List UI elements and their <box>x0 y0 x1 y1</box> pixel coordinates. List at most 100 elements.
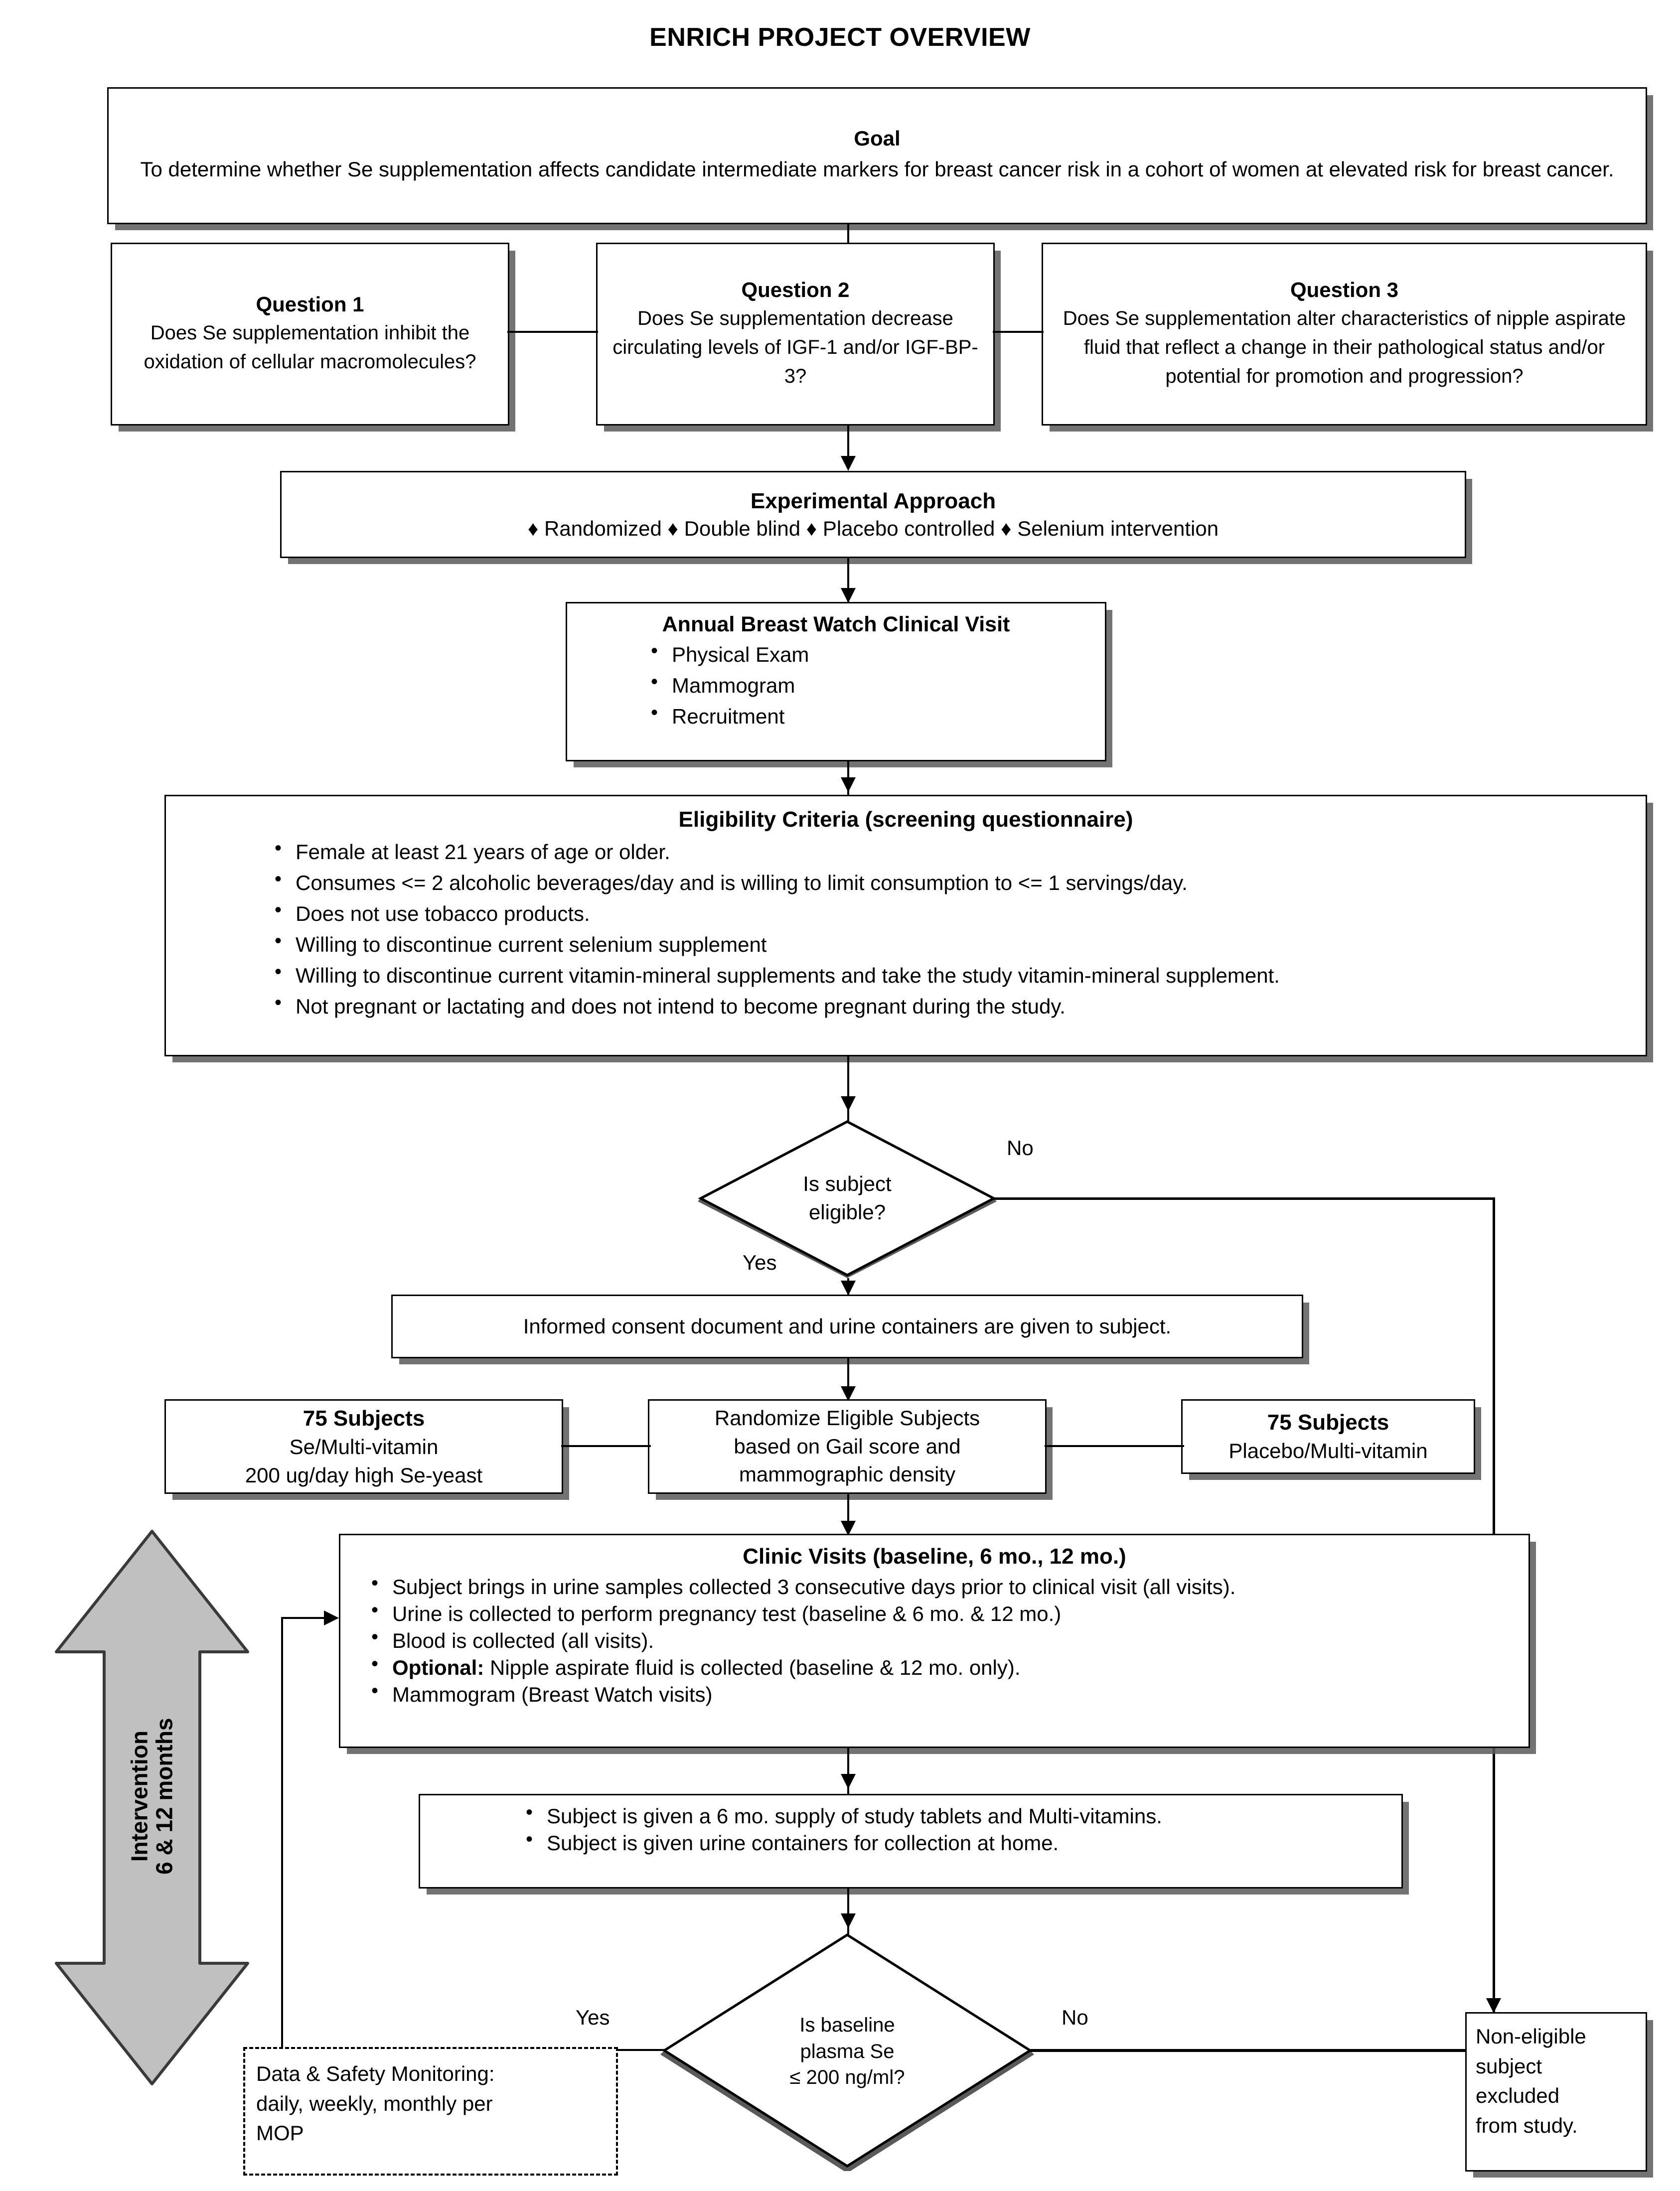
arrowhead-eligibility-to-decision <box>841 1096 856 1111</box>
approach-separator-3: ♦ <box>1001 516 1018 540</box>
goal-box: Goal To determine whether Se supplementa… <box>107 87 1647 224</box>
connector-goal-to-questions <box>847 224 849 255</box>
question-2-box: Question 2 Does Se supplementation decre… <box>596 243 995 426</box>
approach-item-1: Double blind <box>684 516 806 540</box>
clinic-visit-item-2: Blood is collected (all visits). <box>362 1627 1517 1653</box>
clinic-visit-item-3-emphasis: Optional: <box>392 1656 484 1679</box>
non-eligible-line2: subject <box>1476 2054 1542 2078</box>
eligibility-item-1: Consumes <= 2 alcoholic beverages/day an… <box>266 869 1631 895</box>
decision-plasma-no-label: No <box>1062 2006 1088 2029</box>
decision-plasma-line3: ≤ 200 ng/ml? <box>789 2066 905 2089</box>
eligibility-item-0: Female at least 21 years of age or older… <box>266 838 1631 864</box>
connector-q1-q2 <box>507 331 598 333</box>
arm-left-line3: 200 ug/day high Se-yeast <box>245 1463 483 1487</box>
connector-consent-to-randomize <box>847 1358 849 1403</box>
annual-visit-item-2: Recruitment <box>642 703 1095 729</box>
page-title: ENRICH PROJECT OVERVIEW <box>649 23 1031 52</box>
annual-visit-box: Annual Breast Watch Clinical Visit Physi… <box>566 602 1106 761</box>
arm-left-line2: Se/Multi-vitamin <box>289 1435 439 1459</box>
question-1-text: Does Se supplementation inhibit the oxid… <box>144 321 476 373</box>
arrowhead-eligible-no-to-nonelig <box>1486 1998 1501 2013</box>
question-2-text: Does Se supplementation decrease circula… <box>612 307 978 387</box>
clinic-visits-list: Subject brings in urine samples collecte… <box>362 1573 1517 1710</box>
non-eligible-line4: from study. <box>1476 2113 1578 2137</box>
supply-box: Subject is given a 6 mo. supply of study… <box>419 1794 1403 1889</box>
annual-visit-heading: Annual Breast Watch Clinical Visit <box>662 612 1010 636</box>
intervention-arrow-line1: Intervention <box>126 1731 153 1862</box>
decision-eligible-no-label: No <box>1007 1136 1034 1160</box>
eligibility-item-2: Does not use tobacco products. <box>266 900 1631 926</box>
approach-separator-2: ♦ <box>806 516 823 540</box>
goal-heading: Goal <box>854 127 901 150</box>
decision-plasma-line2: plasma Se <box>800 2040 895 2062</box>
randomize-line1: Randomize Eligible Subjects <box>714 1406 980 1430</box>
approach-separator-1: ♦ <box>667 516 684 540</box>
connector-randomize-to-left-arm <box>561 1445 651 1447</box>
intervention-arrow-line2: 6 & 12 months <box>151 1718 177 1875</box>
intervention-arrow: Intervention 6 & 12 months <box>52 1527 252 2088</box>
dsmb-box: Data & Safety Monitoring: daily, weekly,… <box>243 2047 618 2176</box>
non-eligible-line1: Non-eligible <box>1476 2025 1586 2048</box>
dsmb-line1: Data & Safety Monitoring: <box>256 2062 495 2085</box>
randomize-line3: mammographic density <box>739 1462 956 1486</box>
connector-clinic-to-supply <box>847 1748 849 1794</box>
eligibility-item-5: Not pregnant or lactating and does not i… <box>266 993 1631 1019</box>
arrowhead-plasma-yes-into-clinic <box>324 1610 339 1625</box>
clinic-visit-item-4: Mammogram (Breast Watch visits) <box>362 1681 1517 1707</box>
non-eligible-box: Non-eligible subject excluded from study… <box>1465 2012 1647 2172</box>
question-1-box: Question 1 Does Se supplementation inhib… <box>111 243 509 426</box>
arrowhead-annual-to-eligibility <box>841 777 856 792</box>
intervention-arrow-label: Intervention 6 & 12 months <box>126 1609 177 1983</box>
arm-right-line2: Placebo/Multi-vitamin <box>1228 1439 1428 1463</box>
eligibility-heading: Eligibility Criteria (screening question… <box>678 807 1133 832</box>
arm-left-line1: 75 Subjects <box>303 1406 425 1431</box>
non-eligible-line3: excluded <box>1476 2084 1560 2108</box>
randomize-box: Randomize Eligible Subjects based on Gai… <box>648 1399 1047 1494</box>
arrowhead-clinic-to-supply <box>841 1774 856 1789</box>
connector-approach-to-annual <box>847 558 849 603</box>
connector-questions-to-approach <box>847 426 849 468</box>
arm-right-box: 75 Subjects Placebo/Multi-vitamin <box>1181 1399 1475 1474</box>
clinic-visit-item-0: Subject brings in urine samples collecte… <box>362 1573 1517 1599</box>
arm-right-line1: 75 Subjects <box>1267 1410 1389 1435</box>
arrowhead-approach-to-annual <box>841 588 856 603</box>
experimental-approach-heading: Experimental Approach <box>750 488 996 513</box>
clinic-visit-item-1: Urine is collected to perform pregnancy … <box>362 1600 1517 1626</box>
question-3-heading: Question 3 <box>1290 278 1399 301</box>
decision-eligible-yes-label: Yes <box>743 1251 777 1274</box>
dsmb-line2: daily, weekly, monthly per <box>256 2091 493 2115</box>
approach-separator-0: ♦ <box>527 516 544 540</box>
supply-item-0: Subject is given a 6 mo. supply of study… <box>517 1802 1389 1828</box>
consent-box: Informed consent document and urine cont… <box>391 1295 1303 1358</box>
connector-randomize-to-right-arm <box>1045 1445 1184 1447</box>
arrowhead-questions-to-approach <box>841 456 856 471</box>
clinic-visit-item-3: Optional: Nipple aspirate fluid is colle… <box>362 1654 1517 1680</box>
connector-plasma-yes-up <box>281 1617 283 2051</box>
decision-eligible-line2: eligible? <box>808 1200 886 1224</box>
eligibility-item-3: Willing to discontinue current selenium … <box>266 931 1631 957</box>
arm-left-box: 75 Subjects Se/Multi-vitamin 200 ug/day … <box>164 1399 563 1494</box>
connector-q2-q3 <box>993 331 1044 333</box>
randomize-line2: based on Gail score and <box>734 1434 961 1458</box>
goal-text: To determine whether Se supplementation … <box>140 157 1614 181</box>
connector-eligibility-to-decision <box>847 1056 849 1124</box>
decision-plasma: Is baseline plasma Se ≤ 200 ng/ml? <box>660 1932 1034 2171</box>
annual-visit-list: Physical ExamMammogramRecruitment <box>642 641 1095 735</box>
connector-plasma-no <box>1031 2049 1484 2052</box>
decision-plasma-line1: Is baseline <box>799 2014 895 2036</box>
arrowhead-randomize-to-clinic <box>841 1521 856 1536</box>
annual-visit-item-1: Mammogram <box>642 672 1095 698</box>
connector-randomize-to-clinic <box>847 1494 849 1538</box>
eligibility-item-4: Willing to discontinue current vitamin-m… <box>266 962 1631 988</box>
experimental-approach-box: Experimental Approach ♦ Randomized ♦ Dou… <box>280 471 1466 558</box>
dsmb-line3: MOP <box>256 2121 304 2145</box>
clinic-visits-box: Clinic Visits (baseline, 6 mo., 12 mo.) … <box>339 1534 1530 1748</box>
approach-item-0: Randomized <box>544 516 668 540</box>
connector-eligible-no <box>994 1197 1495 1200</box>
eligibility-box: Eligibility Criteria (screening question… <box>164 795 1647 1056</box>
eligibility-list: Female at least 21 years of age or older… <box>266 838 1631 1025</box>
decision-eligible: Is subject eligible? <box>698 1119 997 1278</box>
consent-text: Informed consent document and urine cont… <box>523 1315 1172 1338</box>
experimental-approach-items: ♦ Randomized ♦ Double blind ♦ Placebo co… <box>297 517 1450 541</box>
